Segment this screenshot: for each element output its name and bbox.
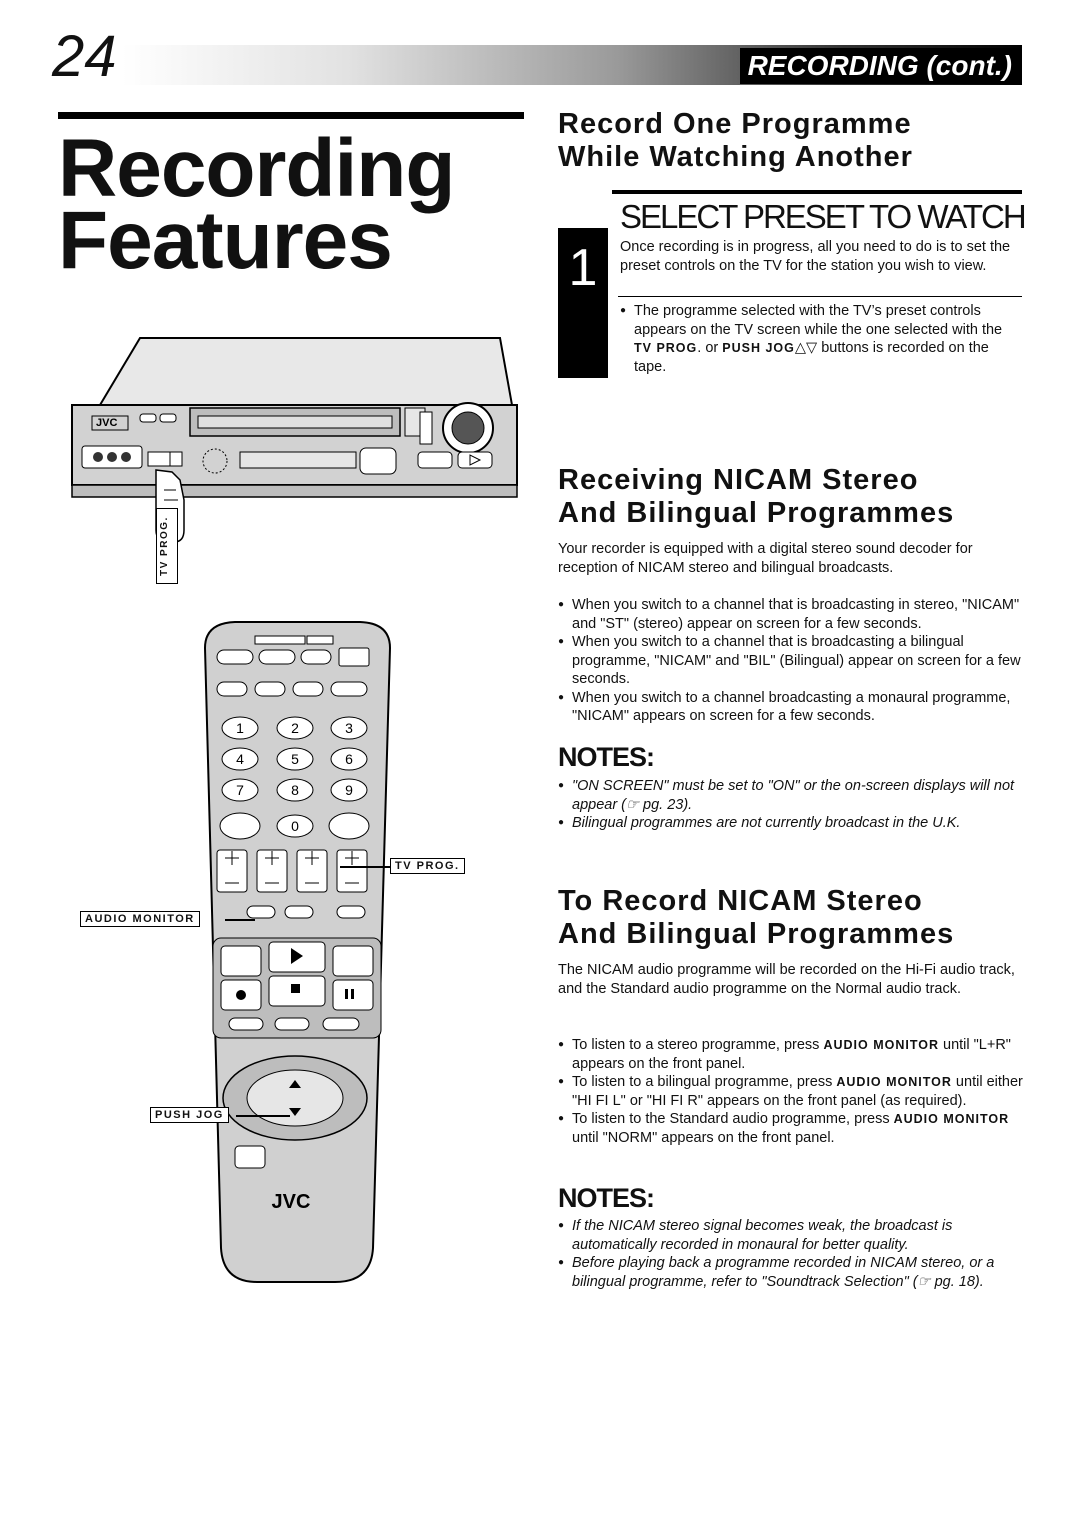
section2-notes: "ON SCREEN" must be set to "ON" or the o…: [558, 777, 1024, 833]
vcr-illustration: JVC: [71, 337, 518, 543]
list-item: To listen to a bilingual programme, pres…: [558, 1073, 1024, 1110]
step-divider: [618, 296, 1022, 297]
callout-line-push-jog: [236, 1115, 290, 1117]
list-item: To listen to the Standard audio programm…: [558, 1110, 1024, 1147]
callout-tv-prog-vertical: TV PROG.: [156, 508, 178, 584]
callout-line-audio-monitor: [225, 919, 255, 921]
section2-bullets: When you switch to a channel that is bro…: [558, 596, 1024, 726]
keypad-4: 4: [236, 751, 244, 767]
keypad-7: 7: [236, 782, 244, 798]
section3-notes: If the NICAM stereo signal becomes weak,…: [558, 1217, 1024, 1291]
section2-heading: Receiving NICAM Stereo And Bilingual Pro…: [558, 464, 955, 529]
list-item: When you switch to a channel that is bro…: [558, 633, 1024, 689]
page-title-line1: Recording: [58, 123, 455, 214]
callout-audio-monitor: AUDIO MONITOR: [80, 911, 200, 927]
step-bullet: The programme selected with the TV’s pre…: [620, 302, 1022, 376]
keypad-3: 3: [345, 720, 353, 736]
keypad-6: 6: [345, 751, 353, 767]
keypad-5: 5: [291, 751, 299, 767]
step-number: 1: [558, 228, 608, 378]
list-item: To listen to a stereo programme, press A…: [558, 1036, 1024, 1073]
section1-heading: Record One Programme While Watching Anot…: [558, 108, 913, 173]
page-title-line2: Features: [58, 195, 393, 286]
section3-intro: The NICAM audio programme will be record…: [558, 962, 1015, 997]
note-item: Before playing back a programme recorded…: [558, 1254, 1024, 1291]
section2-intro: Your recorder is equipped with a digital…: [558, 541, 973, 576]
keypad-8: 8: [291, 782, 299, 798]
note-item: "ON SCREEN" must be set to "ON" or the o…: [558, 777, 1024, 814]
section3-bullets: To listen to a stereo programme, press A…: [558, 1036, 1024, 1147]
keypad-1: 1: [236, 720, 244, 736]
section3-notes-heading: NOTES:: [558, 1183, 655, 1213]
vcr-logo: JVC: [96, 417, 117, 429]
keypad-9: 9: [345, 782, 353, 798]
list-item: When you switch to a channel broadcastin…: [558, 689, 1024, 726]
note-item: Bilingual programmes are not currently b…: [558, 814, 1024, 833]
remote-control-illustration: 1 2 3 4 5 6 7 8 9 0 JVC: [203, 621, 392, 1283]
step-rule: [612, 190, 1022, 194]
callout-tv-prog: TV PROG.: [390, 858, 465, 874]
section2-notes-heading: NOTES:: [558, 742, 655, 772]
note-item: If the NICAM stereo signal becomes weak,…: [558, 1217, 1024, 1254]
callout-push-jog: PUSH JOG: [150, 1107, 229, 1123]
step-heading: SELECT PRESET TO WATCH: [620, 198, 1027, 235]
keypad-0: 0: [291, 818, 299, 834]
section3-heading: To Record NICAM Stereo And Bilingual Pro…: [558, 885, 955, 950]
list-item: When you switch to a channel that is bro…: [558, 596, 1024, 633]
title-rule: [58, 112, 524, 119]
callout-line-tv-prog: [340, 866, 390, 868]
section-label: RECORDING (cont.): [739, 48, 1020, 84]
keypad-2: 2: [291, 720, 299, 736]
step-text: Once recording is in progress, all you n…: [620, 239, 1011, 274]
page-number: 24: [52, 24, 117, 89]
remote-logo: JVC: [272, 1191, 311, 1213]
